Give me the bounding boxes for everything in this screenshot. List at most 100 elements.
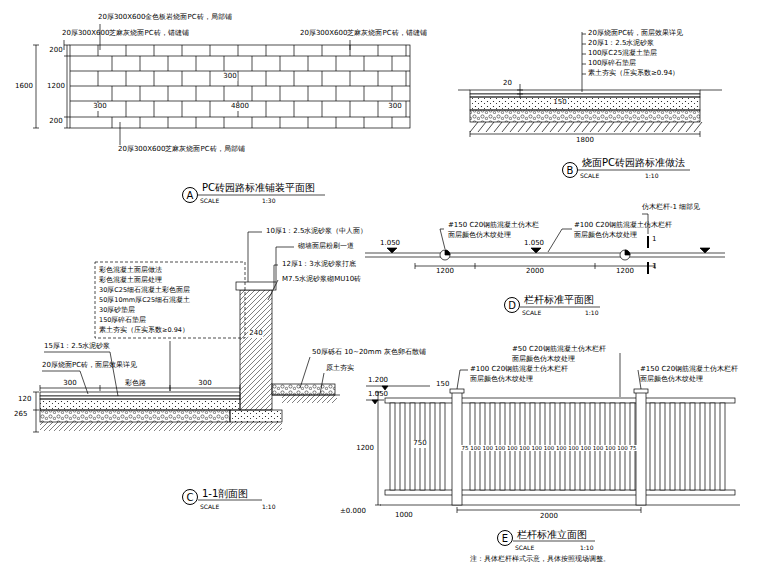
tile-joint [364,117,365,128]
scale-text: SCALE [515,545,534,552]
tile-joint [112,56,113,71]
drawing-line [380,505,740,506]
view-marker: C [182,489,198,505]
drawing-line [440,250,450,260]
view-title: 栏杆标准平面图 [524,294,594,305]
callout-note: 面层颜色仿木纹处理 [470,376,533,384]
drawing-line [385,490,735,495]
callout-note: 仿木栏杆-1 细部见 [642,204,700,212]
railing-picket [720,403,725,490]
railing-picket [430,403,435,490]
node-heading: B [567,165,574,176]
drawing-line [40,396,240,399]
railing-picket [680,403,685,490]
tile-joint [182,45,183,56]
tile-joint [280,56,281,71]
drawing-line [40,388,240,389]
dimension: 300 [387,103,402,111]
soil-hatch [518,122,526,132]
tile-joint [350,71,351,86]
drawing-line [236,282,276,290]
drawing-line [170,341,171,391]
layer-note: 素土夯实（压实系数≥0.94） [588,70,679,78]
dimension: 750 [412,440,427,448]
dimension: 200 [49,47,62,55]
view-title: PC砖园路标准铺装平面图 [202,182,315,193]
drawing-line [531,248,541,253]
tile-joint [154,101,155,117]
tile-joint [252,117,253,128]
elevation: 1.050 [368,391,388,399]
tile-joint [308,56,309,71]
tile-joint [308,86,309,101]
tile-joint [252,56,253,71]
drawing-line [366,386,430,387]
drawing-line [365,257,725,258]
dimension: 120 [18,396,31,404]
soil-hatch [494,122,502,132]
drawing-line [382,386,388,390]
tile-joint [126,101,127,117]
tile-joint [378,45,379,56]
tile-joint [266,45,267,56]
tile-joint [322,45,323,56]
leader-tick [582,64,586,65]
drawing-line [98,45,406,128]
drawing-line [700,248,710,253]
material-legend-box: 彩色混凝土面层做法彩色混凝土面层处理30厚C25细石混凝土彩色面层50厚10mm… [95,262,245,338]
tile-joint [294,71,295,86]
soil-hatch [622,122,630,132]
drawing-line [248,232,262,282]
drawing-line [470,134,700,135]
drawing-line [33,432,39,433]
dimension: 300 [92,103,107,111]
node-text: 素土夯实（压实系数≥0.94） [99,325,241,335]
drawing-line [272,384,335,395]
dimension: 200 [49,118,62,126]
dimension: 300 [222,73,237,81]
scale-text: SCALE [580,173,599,180]
drawing-line [70,71,410,72]
tile-joint [98,71,99,86]
tile-joint [252,86,253,101]
soil-hatch [558,122,566,132]
callout-note: #50 C20钢筋混凝土仿木栏杆 [512,346,606,354]
dimension: 150 [436,381,449,389]
elevation: 1.050 [524,240,544,248]
railing-picket [700,403,705,490]
drawing-line [36,45,37,128]
callout-note: 20厚300X600金色板岩烧面PC砖，局部铺 [98,14,232,22]
soil-hatch [590,122,598,132]
drawing-line [582,34,586,74]
dimension: 150 [552,99,567,107]
drawing-line [375,505,381,506]
railing-picket [660,403,665,490]
scale-text: 1:30 [262,198,275,205]
drawing-line [634,389,648,393]
leader-tick [582,74,586,75]
drawing-line [40,385,41,391]
section-mark: 1 [652,236,656,244]
soil-hatch [606,122,614,132]
drawing-line [513,541,595,542]
dimension: 20 [503,80,512,88]
drawing-line [470,131,471,137]
node-heading: A [187,190,194,201]
callout-note: 15厚1：2.5水泥砂浆 [44,343,111,351]
node-heading: E [502,533,508,544]
callout-note: 12厚1：3水泥砂浆打底 [282,261,356,269]
tile-joint [196,86,197,101]
node-heading: C [187,492,194,503]
drawing-line [470,97,700,110]
soil-hatch [566,122,574,132]
tile-joint [322,101,323,117]
soil-hatch [670,122,678,132]
tile-joint [224,86,225,101]
soil-hatch [614,122,622,132]
drawing-line [240,385,241,391]
drawing-line [520,307,600,308]
tile-joint [140,117,141,128]
drawing-line [620,353,621,397]
drawing-line [470,90,700,94]
